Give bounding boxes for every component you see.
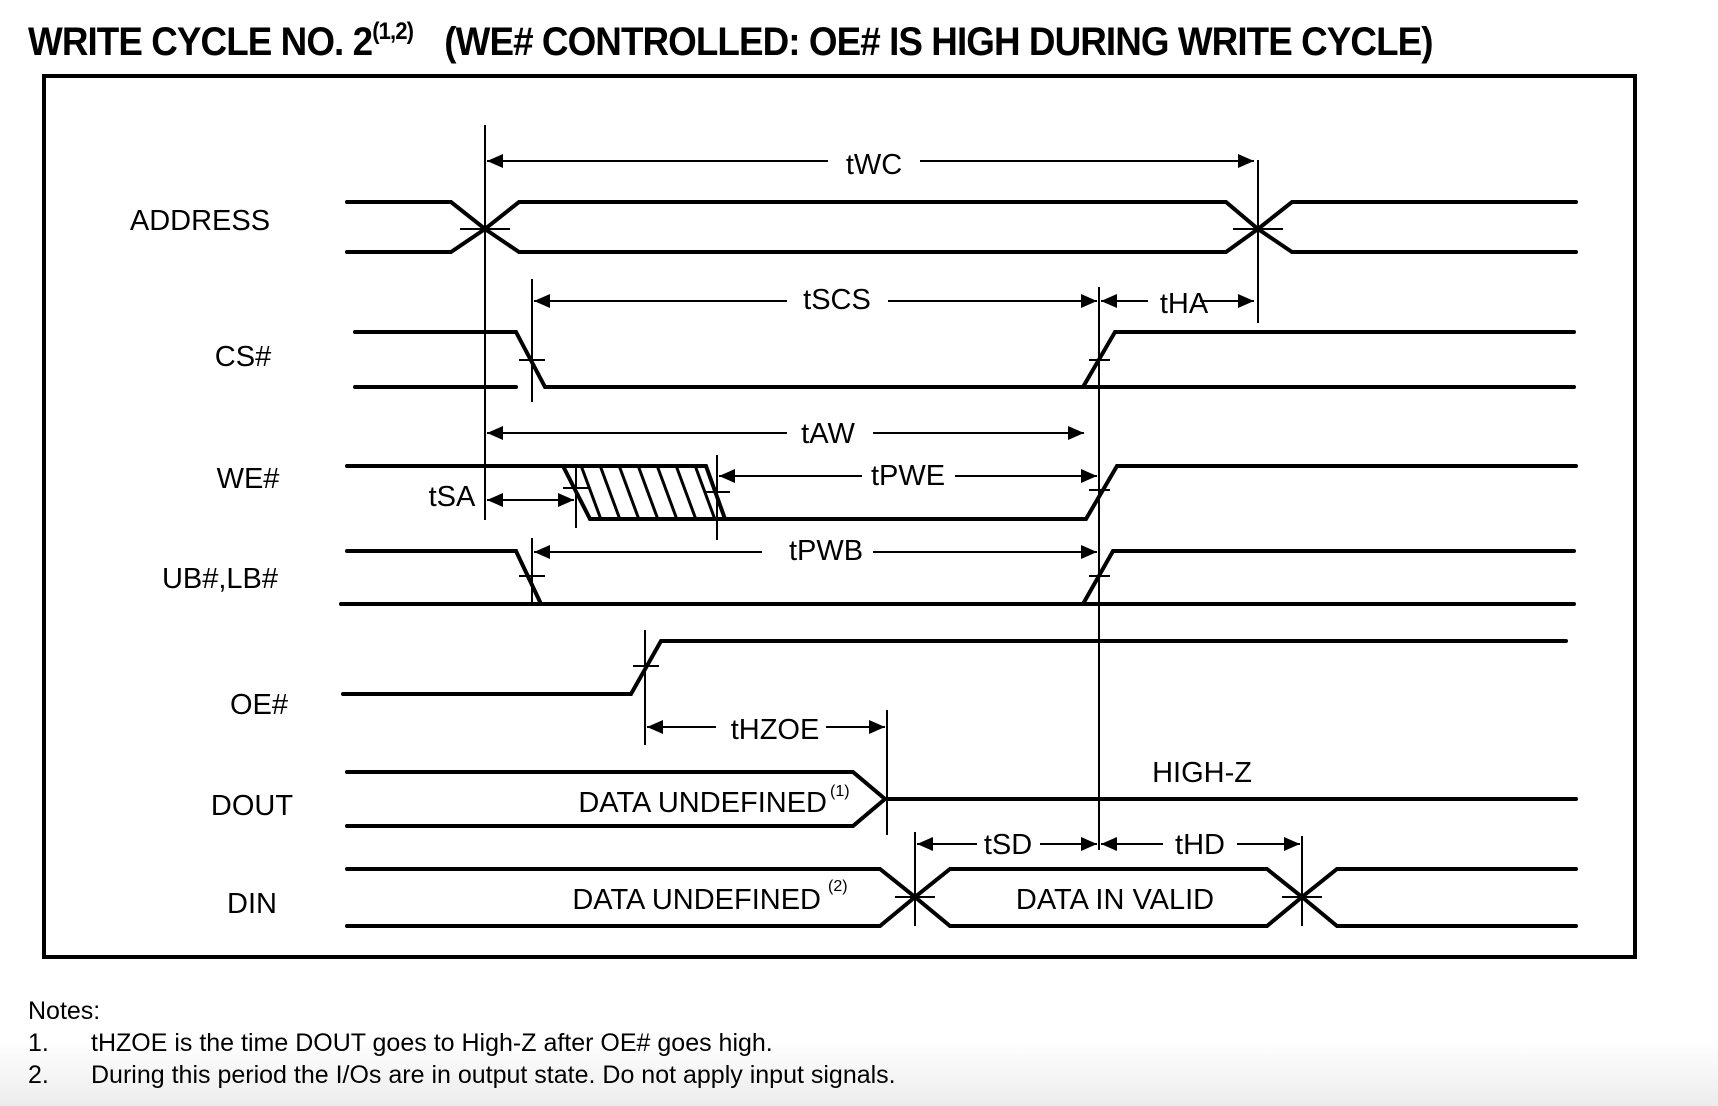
notes-section: Notes: 1. tHZOE is the time DOUT goes to…	[28, 995, 896, 1091]
timing-label-tha: tHA	[1160, 288, 1209, 320]
waveform-cs-rising	[1081, 330, 1576, 389]
din-undefined-label: DATA UNDEFINED	[572, 884, 821, 916]
timing-label-tscs: tSCS	[803, 284, 871, 316]
waveform-ub-lb-upper	[345, 549, 1576, 606]
waveform-address-low	[345, 226, 1578, 254]
note-item: 2. During this period the I/Os are in ou…	[28, 1059, 896, 1091]
signal-label-cs: CS#	[215, 341, 271, 373]
timing-label-thd: tHD	[1175, 829, 1225, 861]
waveform-we-pulse	[561, 464, 1578, 521]
waveform-oe	[341, 639, 1568, 696]
note-number: 2.	[28, 1061, 49, 1089]
timing-label-tsd: tSD	[984, 829, 1032, 861]
notes-heading: Notes:	[28, 997, 101, 1025]
signal-label-we: WE#	[217, 463, 280, 495]
waveform-address-high	[345, 200, 1578, 232]
dout-undefined-footnote: (1)	[830, 783, 850, 800]
signal-label-dout: DOUT	[211, 790, 293, 822]
diagram-frame	[42, 74, 1637, 959]
signal-label-din: DIN	[227, 888, 277, 920]
signal-label-address: ADDRESS	[130, 205, 270, 237]
note-text: tHZOE is the time DOUT goes to High-Z af…	[91, 1029, 773, 1057]
signal-label-ub-lb: UB#,LB#	[162, 563, 278, 595]
din-undefined-footnote: (2)	[828, 878, 848, 895]
dout-undefined-label: DATA UNDEFINED	[578, 787, 827, 819]
title-superscript: (1,2)	[372, 18, 414, 45]
timing-label-tpwe: tPWE	[871, 460, 945, 492]
note-number: 1.	[28, 1029, 49, 1057]
din-valid-label: DATA IN VALID	[1016, 884, 1214, 916]
note-item: 1. tHZOE is the time DOUT goes to High-Z…	[28, 1027, 896, 1059]
waveform-din-after	[1300, 867, 1578, 928]
diagram-title: WRITE CYCLE NO. 2(1,2) (WE# CONTROLLED: O…	[28, 18, 1434, 65]
timing-label-twc: tWC	[846, 149, 902, 181]
page-bottom-shade	[0, 1040, 1718, 1106]
timing-label-thzoe: tHZOE	[731, 714, 820, 746]
note-text: During this period the I/Os are in outpu…	[91, 1061, 896, 1089]
title-main: WRITE CYCLE NO. 2	[28, 20, 373, 64]
waveform-cs-falling	[353, 330, 1085, 389]
high-z-label: HIGH-Z	[1152, 757, 1252, 789]
timing-label-tpwb: tPWB	[789, 535, 863, 567]
title-subtitle: (WE# CONTROLLED: OE# IS HIGH DURING WRIT…	[444, 20, 1433, 64]
timing-label-tsa: tSA	[429, 481, 476, 513]
signal-label-oe: OE#	[230, 689, 288, 721]
timing-label-taw: tAW	[801, 418, 855, 450]
